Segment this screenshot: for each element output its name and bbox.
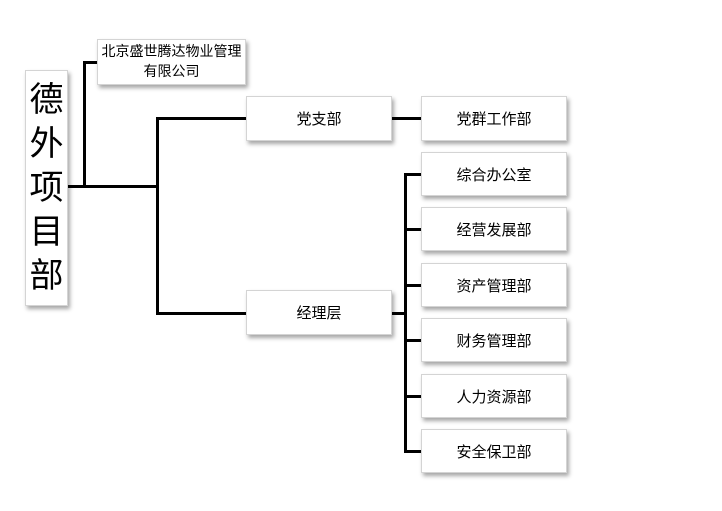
root-connector [68, 185, 157, 188]
dept-connector [404, 284, 421, 287]
department-node: 人力资源部 [421, 374, 567, 418]
party-work-dept-node: 党群工作部 [421, 96, 567, 141]
company-node: 北京盛世腾达物业管理有限公司 [97, 39, 246, 85]
department-node: 经营发展部 [421, 207, 567, 251]
root-node: 德外项目部 [25, 70, 68, 306]
management-out-connector [392, 312, 405, 315]
management-connector [156, 312, 246, 315]
dept-connector [404, 173, 421, 176]
management-node: 经理层 [246, 290, 392, 335]
party-branch-node: 党支部 [246, 96, 392, 141]
dept-connector [404, 228, 421, 231]
company-vertical [83, 61, 86, 187]
departments-vertical [404, 173, 407, 451]
dept-connector [404, 450, 421, 453]
party-child-connector [392, 117, 421, 120]
level1-vertical [156, 117, 159, 315]
dept-connector [404, 339, 421, 342]
company-connector [83, 61, 97, 64]
department-node: 综合办公室 [421, 152, 567, 196]
department-node: 财务管理部 [421, 318, 567, 362]
dept-connector [404, 395, 421, 398]
department-node: 资产管理部 [421, 263, 567, 307]
party-connector [156, 117, 246, 120]
department-node: 安全保卫部 [421, 429, 567, 473]
